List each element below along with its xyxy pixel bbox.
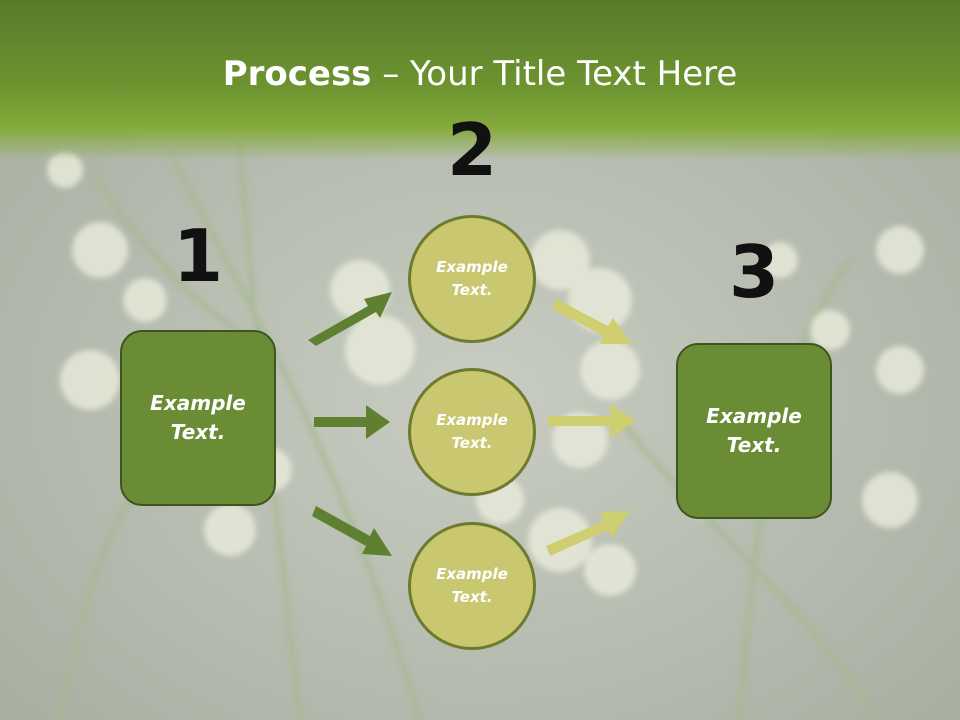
step-number-1: 1 — [172, 214, 224, 298]
step-number-3: 3 — [728, 230, 780, 314]
arrow-down-right-light — [552, 299, 632, 344]
circle-middle-text: Example Text. — [436, 411, 508, 452]
title-rest: – Your Title Text Here — [371, 54, 738, 94]
arrow-down-right-dark — [312, 506, 392, 556]
left-box: Example Text. — [120, 330, 276, 506]
right-box-text: Example Text. — [706, 404, 802, 457]
step-number-2: 2 — [446, 108, 498, 192]
arrow-up-right-light — [546, 511, 630, 556]
circle-top: Example Text. — [408, 215, 536, 343]
right-box: Example Text. — [676, 343, 832, 519]
title-bar — [0, 0, 960, 160]
circle-bottom: Example Text. — [408, 522, 536, 650]
left-box-text: Example Text. — [150, 391, 246, 444]
arrow-right-light — [548, 404, 636, 438]
arrow-up-right-dark — [308, 292, 392, 346]
circle-bottom-text: Example Text. — [436, 565, 508, 606]
circle-top-text: Example Text. — [436, 258, 508, 299]
title-bold: Process — [222, 54, 372, 94]
arrow-right-dark — [314, 405, 390, 439]
page-title: Process – Your Title Text Here — [0, 52, 960, 96]
circle-middle: Example Text. — [408, 368, 536, 496]
